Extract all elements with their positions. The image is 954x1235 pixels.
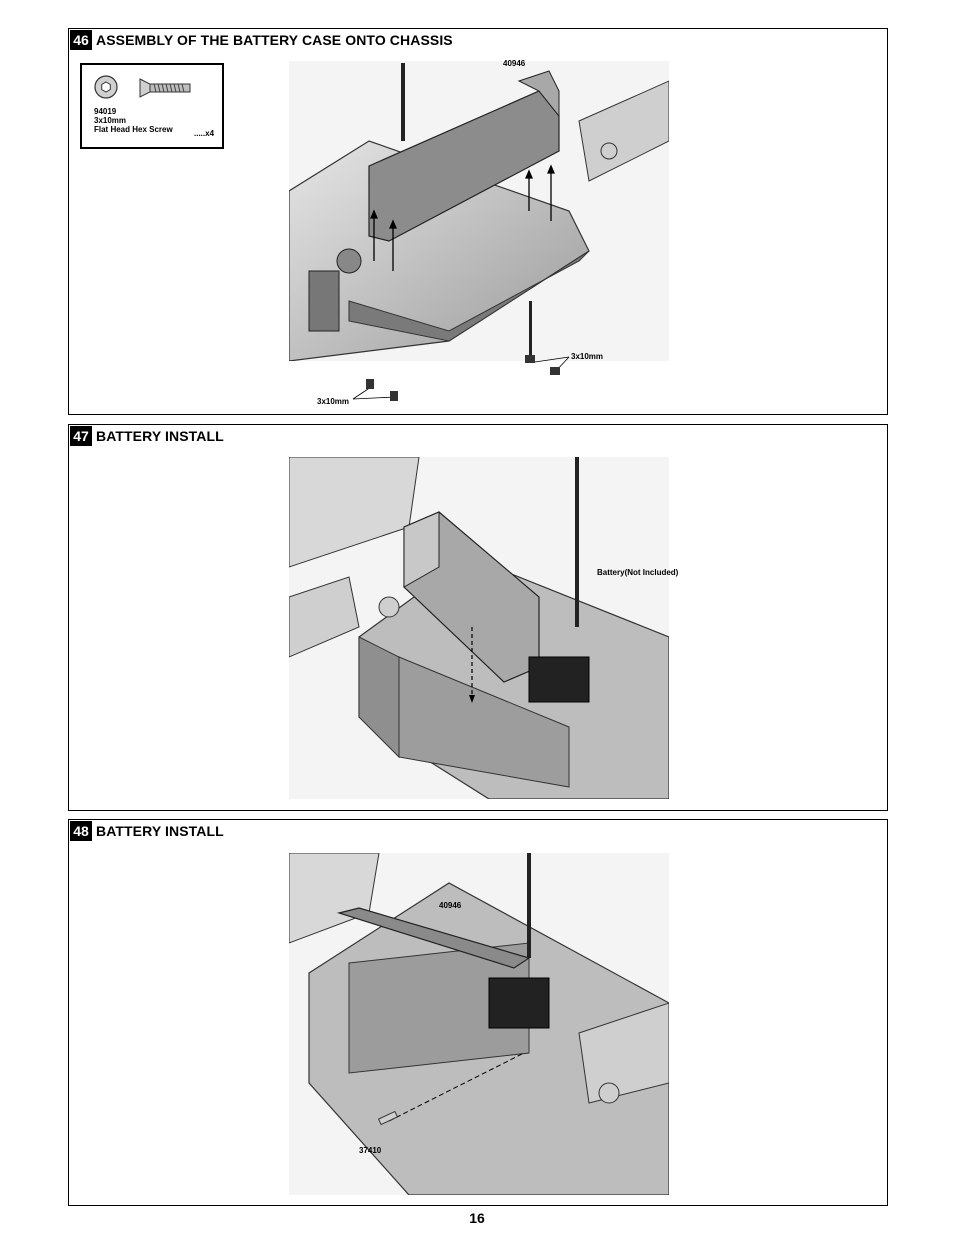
step-47-number: 47 [70,426,92,446]
step-48-panel: 48 BATTERY INSTALL 40946 37410 [68,819,888,1206]
step-47-header: 47 BATTERY INSTALL [70,426,224,446]
right-angle-arm [578,80,669,182]
part-number: 94019 [94,107,117,116]
washer-icon [94,75,118,99]
step-47-illustration [289,457,669,799]
part-quantity: .....x4 [194,129,215,138]
step-48-header: 48 BATTERY INSTALL [70,821,224,841]
step-48-title: BATTERY INSTALL [96,823,224,839]
callout-screw-left: 3x10mm [317,397,350,406]
pin-37410 [377,1110,399,1126]
callout-screw-right: 3x10mm [571,352,604,361]
step-47-panel: 47 BATTERY INSTALL Battery(Not Included) [68,424,888,811]
callout-battery: Battery(Not Included) [597,568,679,577]
flat-head-screw-icon [139,78,191,98]
step-48-number: 48 [70,821,92,841]
step-46-number: 46 [70,30,92,50]
step-46-header: 46 ASSEMBLY OF THE BATTERY CASE ONTO CHA… [70,30,453,50]
part-name: Flat Head Hex Screw [94,125,173,134]
callout-37410: 37410 [359,1146,382,1155]
step-46-title: ASSEMBLY OF THE BATTERY CASE ONTO CHASSI… [96,32,453,48]
part-size: 3x10mm [94,116,127,125]
page-number: 16 [469,1210,485,1226]
callout-40946: 40946 [439,901,462,910]
callout-40946: 40946 [503,59,526,68]
step-46-illustration [289,61,669,361]
step-47-title: BATTERY INSTALL [96,428,224,444]
step-46-panel: 46 ASSEMBLY OF THE BATTERY CASE ONTO CHA… [68,28,888,415]
parts-box-94019: 94019 3x10mm Flat Head Hex Screw .....x4 [80,63,224,149]
step-48-illustration [289,853,669,1195]
